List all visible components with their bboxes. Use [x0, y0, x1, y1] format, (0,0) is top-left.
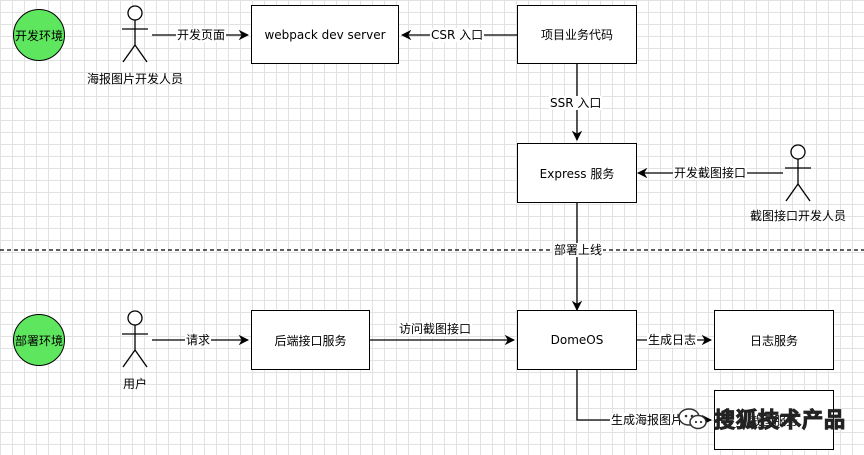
- edge-label-request: 请求: [185, 333, 212, 347]
- log-service-label: 日志服务: [749, 333, 798, 348]
- actor-poster-dev-icon: [122, 5, 148, 63]
- domeos-box: DomeOS: [517, 310, 637, 370]
- env-dev-circle: 开发环境: [13, 9, 65, 61]
- env-deploy-circle: 部署环境: [13, 314, 65, 366]
- screenshot-service-label: 截图服务: [749, 413, 798, 428]
- log-service-box: 日志服务: [714, 310, 834, 370]
- webpack-dev-server-box: webpack dev server: [251, 5, 399, 64]
- project-code-box: 项目业务代码: [517, 5, 637, 64]
- screenshot-service-box: 截图服务: [714, 390, 834, 450]
- actor-user-label: 用户: [122, 377, 148, 391]
- edge-label-gen-poster: 生成海报图片: [610, 413, 685, 427]
- watermark: 搜狐技术产品: [678, 400, 846, 438]
- watermark-text: 搜狐技术产品: [714, 408, 846, 433]
- actor-poster-dev-label: 海报图片开发人员: [86, 72, 184, 86]
- edge-label-dev-api: 开发截图接口: [673, 166, 748, 180]
- actor-user-icon: [122, 310, 148, 368]
- edge-label-access-api: 访问截图接口: [398, 322, 473, 336]
- backend-service-label: 后端接口服务: [274, 333, 347, 348]
- express-service-label: Express 服务: [539, 166, 615, 181]
- edge-label-ssr-entry: SSR 入口: [549, 96, 603, 110]
- express-service-box: Express 服务: [517, 143, 637, 203]
- edge-label-deploy-online: 部署上线: [553, 243, 604, 257]
- edge-label-csr-entry: CSR 入口: [430, 28, 485, 42]
- project-code-label: 项目业务代码: [540, 28, 613, 42]
- actor-screenshot-dev-label: 截图接口开发人员: [749, 209, 847, 223]
- edge-label-gen-log: 生成日志: [647, 333, 698, 347]
- wechat-icon: [678, 408, 707, 430]
- env-dev-label: 开发环境: [14, 28, 63, 43]
- domeos-label: DomeOS: [550, 333, 604, 347]
- webpack-dev-server-label: webpack dev server: [264, 27, 386, 42]
- actor-screenshot-dev-icon: [785, 144, 811, 202]
- edge-label-dev-page: 开发页面: [176, 28, 227, 42]
- backend-service-box: 后端接口服务: [251, 310, 370, 370]
- env-deploy-label: 部署环境: [14, 333, 63, 348]
